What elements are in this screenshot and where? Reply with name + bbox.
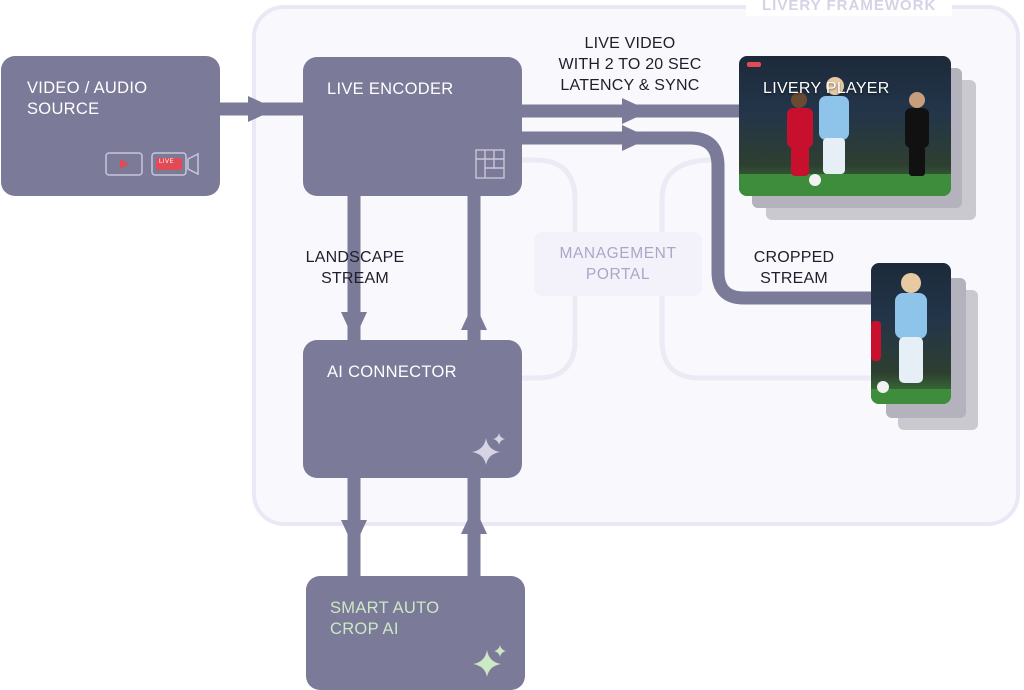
live-encoder-box[interactable]: LIVE ENCODER — [303, 57, 522, 196]
livery-player-preview[interactable]: LIVERY PLAYER — [739, 56, 951, 196]
live-indicator — [747, 62, 761, 67]
live-camera-icon — [151, 152, 199, 176]
arrow-down — [341, 520, 367, 548]
cropped-scene-image — [871, 273, 951, 404]
arrow-right — [248, 96, 276, 122]
live-badge-text: LIVE — [159, 159, 175, 165]
encoder-grid-icon — [475, 149, 505, 179]
source-label: VIDEO / AUDIO SOURCE — [27, 79, 148, 118]
sparkle-icon — [473, 645, 506, 677]
live-video-annotation: LIVE VIDEO WITH 2 TO 20 SEC LATENCY & SY… — [558, 35, 702, 94]
ai-connector-label: AI CONNECTOR — [327, 363, 457, 381]
smart-auto-crop-box[interactable]: SMART AUTO CROP AI — [306, 576, 525, 690]
arrow-up — [461, 302, 487, 330]
cropped-stream-annotation: CROPPED STREAM — [753, 249, 835, 287]
video-audio-source-box[interactable]: VIDEO / AUDIO SOURCE LIVE — [1, 56, 220, 196]
player-scene-image — [739, 77, 951, 196]
encoder-label: LIVE ENCODER — [327, 80, 454, 98]
play-icon — [105, 152, 143, 176]
smart-crop-label: SMART AUTO CROP AI — [330, 599, 440, 638]
ai-connector-box[interactable]: AI CONNECTOR — [303, 340, 522, 478]
framework-title: LIVERY FRAMEWORK — [746, 0, 953, 16]
landscape-stream-annotation: LANDSCAPE STREAM — [305, 249, 405, 287]
arrow-down — [341, 312, 367, 340]
arrow-right — [622, 125, 650, 151]
management-portal[interactable]: MANAGEMENT PORTAL — [534, 232, 702, 296]
livery-player-title: LIVERY PLAYER — [763, 80, 890, 97]
arrow-up — [461, 506, 487, 534]
cropped-stream-preview[interactable] — [871, 263, 951, 404]
encoder-to-cropped-line — [522, 131, 872, 305]
sparkle-icon — [472, 433, 505, 465]
arrow-right — [622, 98, 650, 124]
